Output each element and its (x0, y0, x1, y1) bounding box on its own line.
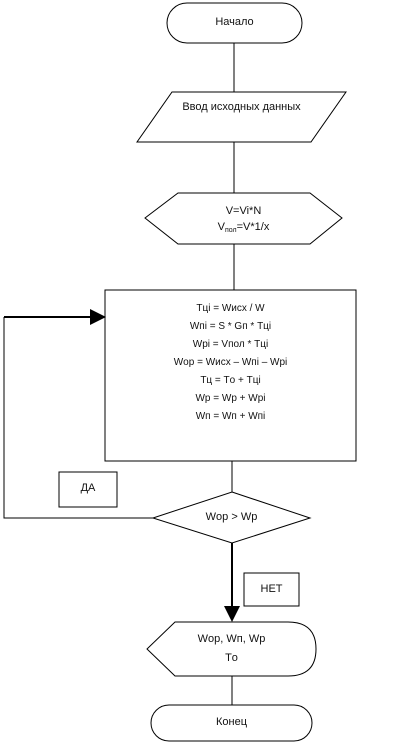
yes-loop-line (3, 317, 153, 519)
process-line-6: Wр = Wр + Wрi (195, 393, 266, 404)
preparation-hexagon (144, 192, 343, 245)
process-line-1: Tцi = Wисх / W (196, 303, 265, 314)
start-label: Начало (215, 16, 254, 28)
process-line-5: Tц = Tо + Tцi (200, 375, 261, 386)
input-label: Ввод исходных данных (182, 101, 301, 113)
end-terminator (150, 704, 313, 742)
process-line-7: Wп = Wп + Wпi (195, 411, 266, 422)
prep-line-1: V=Vi*N (225, 205, 262, 217)
output-display (146, 621, 317, 677)
process-line-3: Wрi = Vпол * Tцi (192, 339, 269, 350)
yes-label: ДА (80, 482, 96, 494)
no-label-box (243, 572, 300, 607)
prep-line-2-sub: пол (225, 227, 237, 234)
no-label: НЕТ (260, 583, 283, 595)
input-parallelogram (136, 91, 347, 143)
yes-label-box (58, 471, 118, 508)
end-label: Конец (215, 716, 248, 728)
prep-line-2-main: V (217, 221, 225, 233)
output-line-1: Wор, Wп, Wр (197, 633, 266, 645)
prep-line-2-rest: =V*1/x (236, 221, 270, 233)
prep-line-2: Vпол=V*1/x (145, 221, 342, 235)
decision-label: Wор > Wр (205, 511, 258, 523)
process-line-4: Wор = Wисх – Wпi – Wрi (173, 357, 288, 368)
process-block (104, 289, 357, 462)
output-line-2: Tо (225, 652, 238, 664)
process-line-2: Wпi = S * Gп * Tцi (189, 321, 272, 332)
